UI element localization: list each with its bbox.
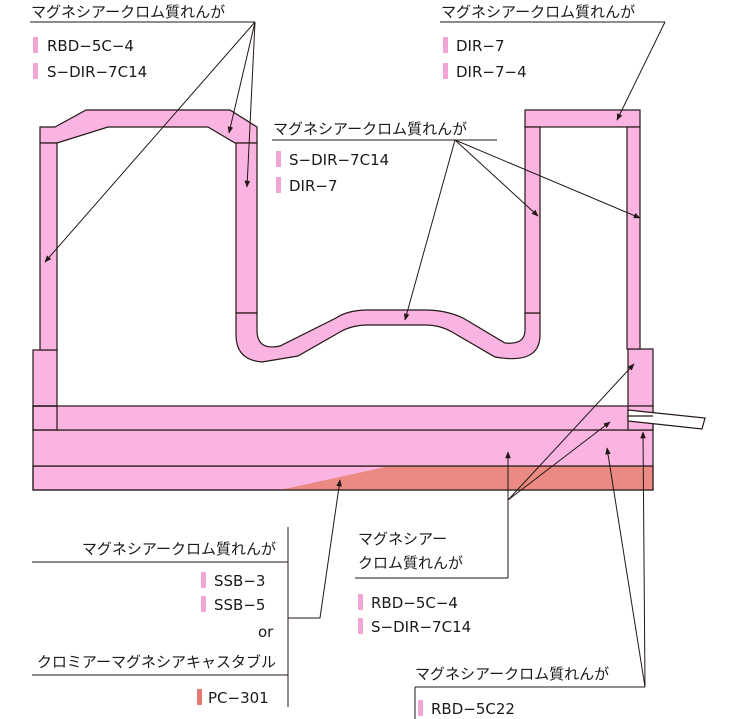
swatch [358, 618, 363, 634]
right-wall-inner [524, 126, 541, 314]
label-item: DIR−7−4 [456, 63, 527, 81]
label-item: PC−301 [208, 689, 269, 707]
swatch [33, 63, 38, 79]
u-channel [235, 309, 541, 363]
label-item: DIR−7 [456, 37, 505, 55]
label-item: SSB−5 [214, 596, 265, 614]
label-item: RBD−5C22 [431, 700, 515, 718]
swatch [443, 63, 448, 79]
label-item: SSB−3 [214, 572, 265, 590]
label-item: RBD−5C−4 [371, 594, 458, 612]
pipe [627, 409, 706, 430]
label-item: DIR−7 [289, 177, 338, 195]
label-title: マグネシアークロム質れんが [82, 540, 276, 558]
label-title: マグネシアークロム質れんが [415, 665, 609, 683]
label-or: or [258, 623, 274, 641]
labels: マグネシアークロム質れんが RBD−5C−4 S−DIR−7C14 マグネシアー… [31, 3, 635, 718]
label-title: マグネシアー [358, 530, 447, 548]
label-item: RBD−5C−4 [47, 37, 134, 55]
bottom-layer-1 [32, 405, 654, 431]
label-title: マグネシアークロム質れんが [273, 120, 467, 138]
left-wall-outer [39, 142, 58, 351]
label-title: マグネシアークロム質れんが [441, 3, 635, 21]
leader-lines [30, 21, 666, 719]
label-title: クロミアーマグネシアキャスタブル [37, 653, 276, 671]
right-wall-outer [626, 126, 641, 350]
label-item: S−DIR−7C14 [289, 151, 389, 169]
label-title: マグネシアークロム質れんが [31, 3, 225, 21]
left-wall-inner [235, 142, 258, 314]
swatch [276, 177, 281, 193]
left-wall-top [39, 109, 258, 144]
swatch [33, 37, 38, 53]
label-item: S−DIR−7C14 [47, 63, 147, 81]
castable-layer [280, 466, 653, 490]
swatch [358, 594, 363, 610]
right-wall-top [524, 109, 641, 128]
swatch [197, 689, 202, 705]
swatch [443, 37, 448, 53]
swatches [33, 37, 448, 716]
right-base-block [627, 348, 654, 407]
left-base-block [32, 349, 58, 407]
furnace-structure [32, 109, 706, 491]
swatch [418, 700, 423, 716]
label-title: クロム質れんが [358, 554, 463, 572]
label-item: S−DIR−7C14 [371, 618, 471, 636]
swatch [201, 596, 206, 612]
swatch [201, 572, 206, 588]
swatch [276, 151, 281, 167]
